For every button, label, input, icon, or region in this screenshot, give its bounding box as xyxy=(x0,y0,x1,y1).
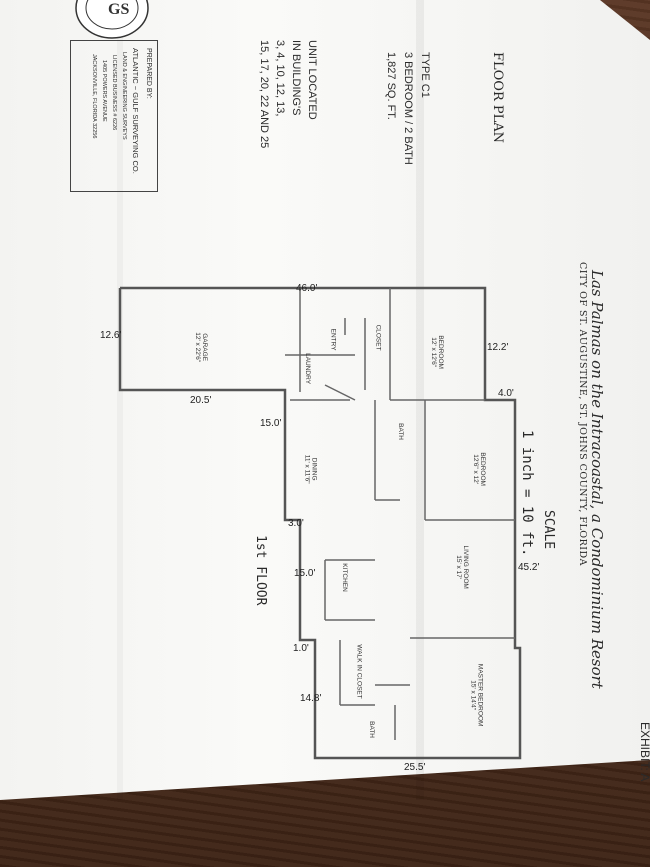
room-master-bath: BATH xyxy=(368,721,375,738)
dim-25-5: 25.5' xyxy=(404,762,426,773)
dim-20-5: 20.5' xyxy=(190,395,212,406)
dim-3: 3.0' xyxy=(288,518,304,529)
dim-4: 4.0' xyxy=(498,388,514,399)
exhibit-label: EXHIBIT: A xyxy=(638,722,650,781)
dim-15-a: 15.0' xyxy=(260,418,282,429)
dim-1: 1.0' xyxy=(293,643,309,654)
room-entry: ENTRY xyxy=(329,328,337,351)
floor-level-label: 1st FLOOR xyxy=(253,535,268,606)
dim-46: 46.0' xyxy=(296,283,318,294)
room-bath: BATH xyxy=(397,423,404,440)
laundry-door xyxy=(324,384,356,401)
room-walk-in-closet: WALK IN CLOSET xyxy=(355,644,363,699)
room-closet: CLOSET xyxy=(374,324,382,351)
dim-12-2: 12.2' xyxy=(487,342,509,353)
scale-label: SCALE xyxy=(541,510,556,550)
dim-14-8: 14.8' xyxy=(300,693,322,704)
preparer-box xyxy=(70,40,158,192)
scale-value: 1 inch = 10 ft. xyxy=(519,430,535,557)
room-laundry: LAUNDRY xyxy=(304,353,312,385)
floor-plan-drawing xyxy=(118,286,522,760)
svg-text:GS: GS xyxy=(108,1,129,18)
company-seal-logo: GS xyxy=(75,0,149,39)
dim-15-b: 15.0' xyxy=(294,568,316,579)
dim-45-2: 45.2' xyxy=(518,562,540,573)
dim-12-6: 12.6' xyxy=(100,330,122,341)
outer-walls xyxy=(118,286,522,760)
room-kitchen: KITCHEN xyxy=(340,563,348,592)
